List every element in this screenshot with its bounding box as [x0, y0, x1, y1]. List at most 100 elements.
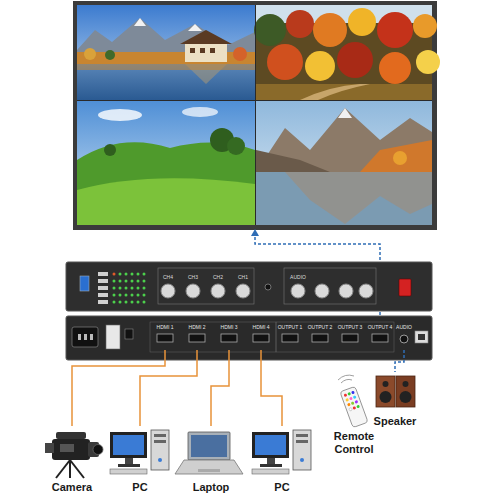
pc-icon-part [151, 430, 169, 470]
lake-house-photo [77, 5, 255, 100]
autumn-forest-photo-part [337, 42, 373, 78]
autumn-forest-photo-part [377, 12, 413, 48]
mountain-lake-photo-part [256, 150, 330, 172]
pc-icon [110, 430, 169, 474]
remote-device: Remote Control [321, 384, 387, 456]
led-grid-part [131, 273, 134, 276]
lake-house-photo-part [185, 44, 227, 62]
led-grid-part [137, 287, 140, 290]
back-panel-part [221, 334, 237, 342]
pc-icon-part [154, 440, 166, 443]
hdmi-output-port: OUTPUT 1 [276, 322, 305, 350]
camera-device: Camera [40, 426, 104, 494]
back-panel-part [282, 334, 298, 342]
pc-device: PC [250, 426, 314, 494]
front-panel-part [161, 284, 175, 298]
speaker-icon-part [403, 381, 409, 387]
led-grid-part [125, 280, 128, 283]
laptop-icon [175, 432, 243, 474]
back-panel-part [106, 325, 120, 349]
mountain-lake-photo-part [338, 108, 352, 118]
back-panel-part [84, 334, 87, 340]
led-grid-part [113, 294, 116, 297]
speaker-icon-part [380, 391, 392, 403]
mountain-lake-photo-part [256, 108, 432, 172]
pc-icon-part [110, 469, 147, 474]
remote-control-icon-part [356, 405, 360, 409]
back-panel-part [90, 334, 93, 340]
display-screen-part [255, 5, 256, 225]
laptop-device: Laptop [180, 426, 242, 494]
green-hills-photo-part [98, 109, 142, 121]
led-grid-part [143, 280, 146, 283]
hdmi-input-port: HDMI 1 [152, 322, 178, 350]
green-hills-photo-part [77, 178, 255, 225]
panel-label: CH2 [213, 274, 223, 280]
back-panel-part [66, 316, 432, 360]
autumn-forest-photo-part [313, 13, 347, 47]
lake-house-photo-part [77, 5, 255, 100]
green-hills-photo-part [227, 137, 245, 155]
remote-control-icon-part [351, 401, 355, 405]
pc-icon-part [154, 434, 166, 437]
speaker-device: Speaker [370, 372, 420, 428]
port-label: OUTPUT 1 [278, 324, 303, 330]
port-label: OUTPUT 4 [368, 324, 393, 330]
front-panel-part [339, 284, 353, 298]
led-grid-part [98, 286, 108, 290]
pc-icon [252, 430, 311, 474]
led-grid-part [143, 287, 146, 290]
remote-control-icon-part [347, 392, 351, 396]
led-grid-part [98, 272, 108, 276]
led-grid-part [119, 273, 122, 276]
panel-label: CH1 [238, 274, 248, 280]
port-label: OUTPUT 2 [308, 324, 333, 330]
remote-control-icon [340, 386, 368, 427]
speaker-icon-part [376, 376, 395, 407]
remote-control-icon-part [351, 391, 355, 395]
hdmi-cable [72, 350, 165, 426]
camera-icon-part [52, 439, 90, 460]
front-panel-part [291, 284, 305, 298]
front-panel-part [158, 268, 254, 304]
remote-control-icon-part [347, 403, 351, 407]
autumn-forest-photo-part [300, 84, 370, 100]
lake-house-photo-part [77, 52, 255, 64]
autumn-forest-photo-part [256, 5, 432, 100]
autumn-forest-photo-part [256, 84, 432, 100]
front-panel-part [359, 284, 373, 298]
pc-icon-part [296, 434, 308, 437]
front-panel-part [80, 276, 89, 291]
led-grid-part [125, 287, 128, 290]
back-panel-part [372, 334, 388, 342]
pc-icon-part [125, 458, 133, 464]
display-screen [73, 1, 440, 230]
autumn-forest-photo-part [267, 44, 303, 80]
device-label: Laptop [193, 481, 230, 494]
pc-icon-part [296, 440, 308, 443]
port-label: HDMI 4 [253, 324, 270, 330]
lake-house-photo-part [77, 64, 255, 100]
hdmi-output-port: OUTPUT 4 [366, 322, 395, 350]
autumn-forest-photo-part [379, 52, 411, 84]
led-grid-part [137, 280, 140, 283]
display-screen-part [77, 100, 432, 101]
led-grid-part [125, 273, 128, 276]
remote-control-icon-part [349, 407, 353, 411]
camera-icon [45, 432, 103, 478]
pc-icon-part [255, 435, 286, 455]
led-grid-part [137, 294, 140, 297]
mountain-lake-photo-part [360, 140, 432, 172]
hdmi-input-port: HDMI 4 [248, 322, 274, 350]
panel-label: CH3 [188, 274, 198, 280]
device-label: PC [132, 481, 147, 494]
panel-label: CH4 [163, 274, 173, 280]
mountain-lake-photo-part [393, 151, 407, 165]
camera-icon-part [69, 460, 71, 478]
lake-house-photo-part [84, 48, 96, 60]
green-hills-photo-part [104, 144, 116, 156]
camera-icon-part [56, 432, 86, 439]
front-panel [66, 262, 432, 311]
